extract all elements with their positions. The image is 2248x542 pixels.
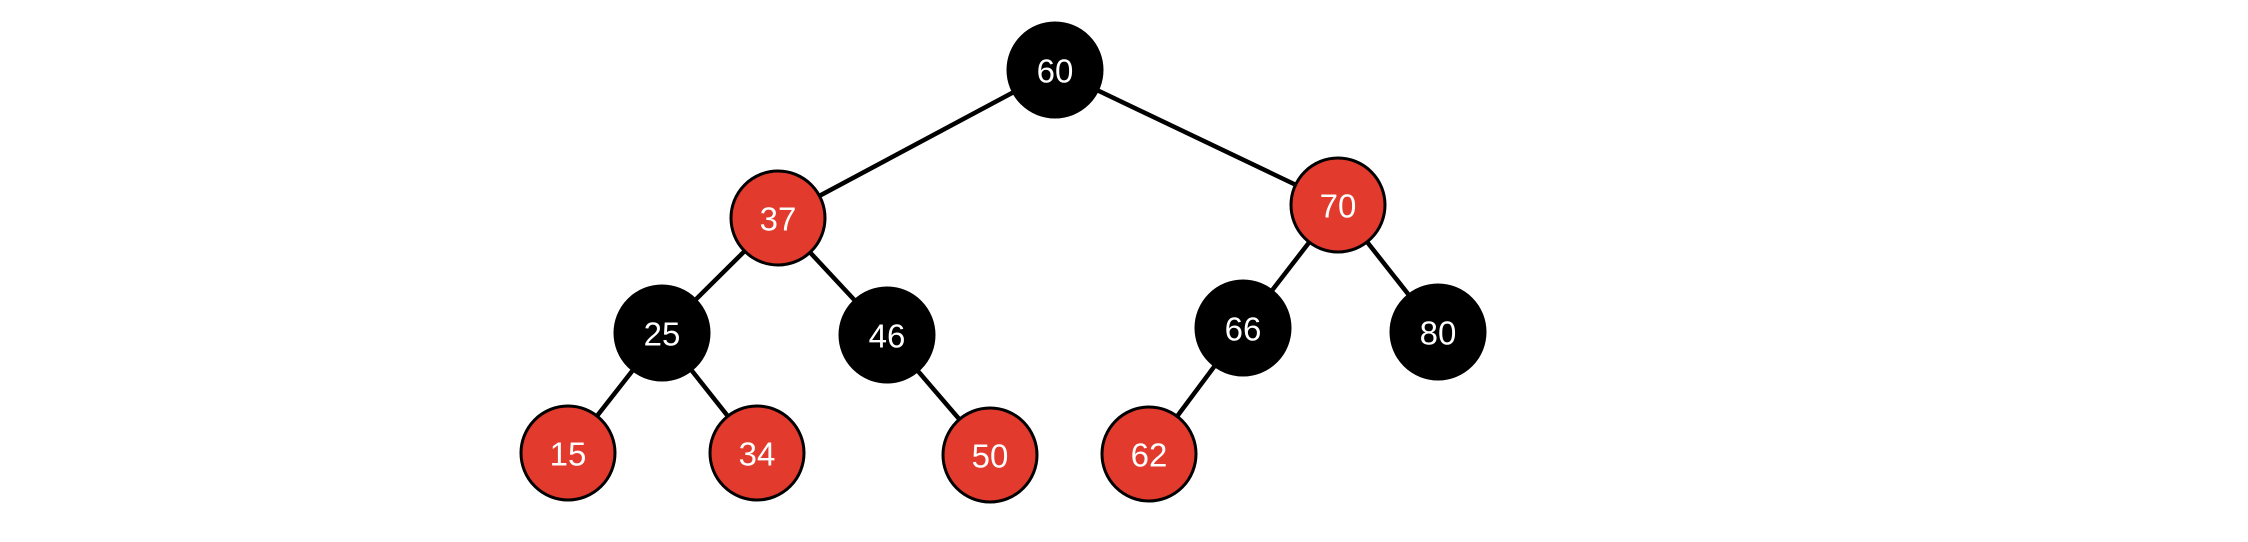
node-label: 15 [550, 436, 587, 473]
node-label: 34 [739, 436, 776, 473]
tree-node-70: 70 [1289, 156, 1387, 254]
tree-node-37: 37 [729, 169, 827, 267]
node-label: 70 [1320, 188, 1357, 225]
black-node-circle [838, 286, 936, 384]
tree-edge-60-70 [1054, 67, 1339, 208]
node-label: 80 [1420, 315, 1457, 352]
node-label: 62 [1131, 437, 1168, 474]
red-node-circle [729, 169, 827, 267]
tree-node-15: 15 [519, 404, 617, 502]
node-label: 60 [1037, 53, 1074, 90]
black-node-circle [613, 284, 711, 382]
node-label: 66 [1225, 311, 1262, 348]
tree-node-34: 34 [708, 404, 806, 502]
red-node-circle [1100, 405, 1198, 503]
tree-node-80: 80 [1389, 283, 1487, 381]
red-node-circle [1289, 156, 1387, 254]
black-node-circle [1389, 283, 1487, 381]
black-node-circle [1006, 21, 1104, 119]
red-node-circle [708, 404, 806, 502]
tree-node-46: 46 [838, 286, 936, 384]
node-label: 46 [869, 318, 906, 355]
red-node-circle [519, 404, 617, 502]
tree-node-50: 50 [941, 406, 1039, 504]
red-node-circle [941, 406, 1039, 504]
tree-edges-layer [566, 67, 1440, 457]
node-label: 37 [760, 201, 797, 238]
tree-nodes-layer: 60 37 70 25 46 66 80 15 34 50 62 [519, 21, 1487, 504]
node-label: 50 [972, 438, 1009, 475]
tree-node-66: 66 [1194, 279, 1292, 377]
black-node-circle [1194, 279, 1292, 377]
node-label: 25 [644, 316, 681, 353]
tree-node-62: 62 [1100, 405, 1198, 503]
tree-edge-60-37 [776, 68, 1057, 220]
tree-node-25: 25 [613, 284, 711, 382]
tree-node-60: 60 [1006, 21, 1104, 119]
